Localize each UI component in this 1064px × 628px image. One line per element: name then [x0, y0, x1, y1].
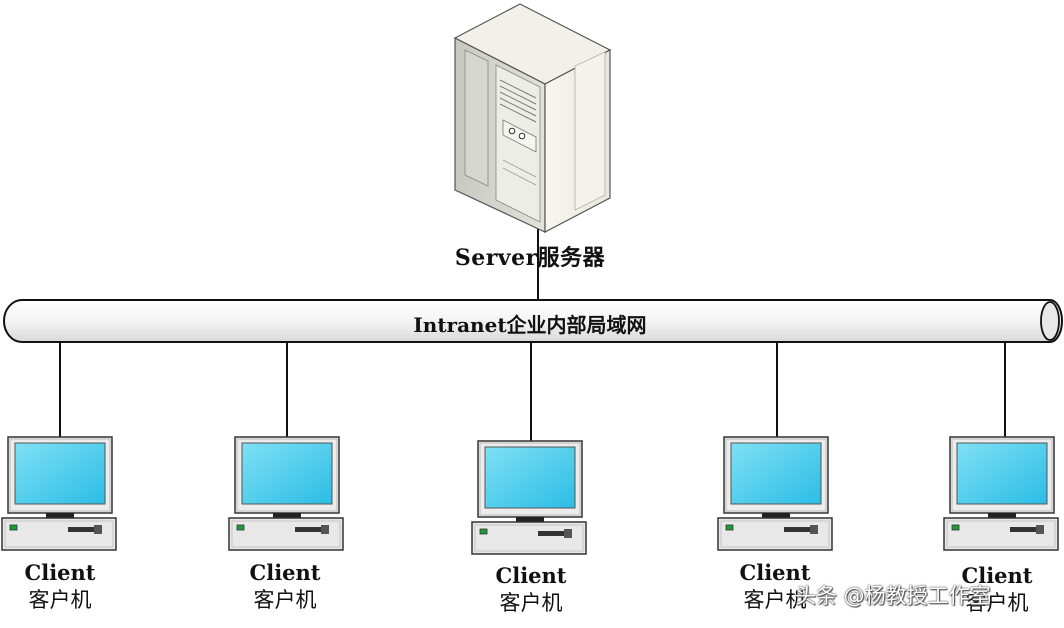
- desktop-computer-icon: [228, 436, 344, 551]
- server-label: Server服务器: [454, 245, 606, 271]
- client-subtitle: 客户机: [965, 591, 1029, 615]
- desktop-computer-icon: [717, 436, 833, 551]
- client-subtitle: 客户机: [743, 588, 807, 612]
- client-label: Client 客户机: [700, 560, 850, 614]
- watermark: 头条 @杨教授工作室: [795, 584, 991, 608]
- client-link-lines: [59, 342, 1006, 444]
- client-name: Client: [249, 560, 321, 585]
- desktop-computer-icon: [471, 440, 587, 555]
- desktop-computer-icon: [1, 436, 117, 551]
- client-label: Client 客户机: [210, 560, 360, 614]
- client-name: Client: [495, 563, 567, 588]
- client-label: Client 客户机: [922, 563, 1064, 617]
- client-subtitle: 客户机: [28, 588, 92, 612]
- client-label: Client 客户机: [0, 560, 135, 614]
- client-subtitle: 客户机: [253, 588, 317, 612]
- client-name: Client: [24, 560, 96, 585]
- intranet-bus: [3, 299, 1063, 343]
- server-tower-icon: [453, 3, 612, 233]
- client-name: Client: [961, 563, 1033, 588]
- client-subtitle: 客户机: [499, 591, 563, 615]
- network-label: Intranet企业内部局域网: [413, 313, 647, 337]
- client-label: Client 客户机: [456, 563, 606, 617]
- client-name: Client: [739, 560, 811, 585]
- desktop-computer-icon: [943, 436, 1059, 551]
